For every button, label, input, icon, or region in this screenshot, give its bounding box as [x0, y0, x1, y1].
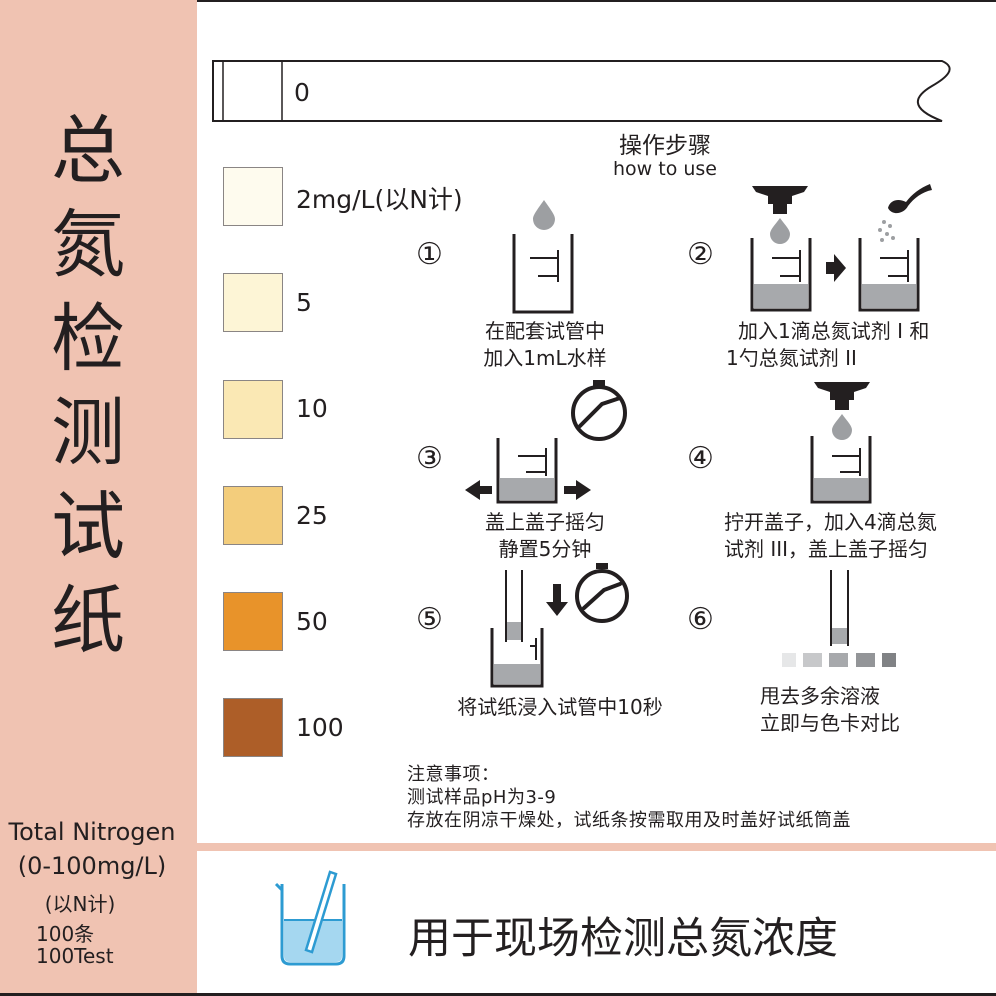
- caption-line: 立即与色卡对比: [760, 711, 900, 735]
- note-line: 测试样品pH为3-9: [407, 787, 557, 808]
- step-caption: 在配套试管中 加入1mL水样: [440, 318, 650, 372]
- color-swatch: [223, 592, 283, 651]
- swatch-label: 25: [296, 501, 328, 530]
- color-swatch: [223, 486, 283, 545]
- title-char: 氮: [51, 202, 125, 288]
- caption-line: 甩去多余溶液: [760, 684, 880, 708]
- color-swatch: [223, 380, 283, 439]
- title-char: 测: [51, 390, 125, 476]
- caption-line: 试剂 III，盖上盖子摇匀: [724, 537, 929, 561]
- step6-illustration: [782, 570, 896, 667]
- divider-band: [197, 843, 996, 851]
- caption-line: 将试纸浸入试管中10秒: [457, 695, 663, 719]
- caption-line: 拧开盖子，加入4滴总氮: [724, 510, 937, 534]
- instructions-subtitle: how to use: [613, 158, 717, 180]
- step1-illustration: [512, 200, 574, 314]
- sidebar-panel: [0, 0, 197, 996]
- step-caption: 加入1滴总氮试剂 I 和 1勺总氮试剂 II: [726, 318, 929, 372]
- step-number: ①: [416, 237, 443, 272]
- step-caption: 拧开盖子，加入4滴总氮 试剂 III，盖上盖子摇匀: [724, 509, 937, 563]
- step3-illustration: [465, 380, 627, 504]
- reference-strip: [212, 60, 951, 122]
- color-swatch: [223, 698, 283, 757]
- unit-note: (以N计): [44, 892, 116, 916]
- title-char: 试: [51, 484, 125, 570]
- step4-illustration: [810, 382, 872, 504]
- title-char: 总: [51, 108, 125, 194]
- caption-line: 盖上盖子摇匀: [485, 510, 605, 534]
- beaker-icon: [274, 870, 346, 966]
- vertical-product-title: 总 氮 检 测 试 纸: [38, 104, 138, 668]
- step-number: ③: [416, 441, 443, 476]
- step-caption: 盖上盖子摇匀 静置5分钟: [440, 509, 650, 563]
- caption-line: 加入1mL水样: [483, 346, 607, 370]
- strip-count-en: 100Test: [36, 944, 114, 968]
- step-caption: 甩去多余溶液 立即与色卡对比: [760, 683, 900, 737]
- swatch-label: 100: [296, 713, 344, 742]
- caption-line: 静置5分钟: [498, 537, 592, 561]
- footer-slogan: 用于现场检测总氮浓度: [408, 914, 838, 964]
- step-number: ④: [687, 441, 714, 476]
- step-number: ②: [687, 237, 714, 272]
- swatch-label: 5: [296, 288, 312, 317]
- step5-illustration: [490, 563, 629, 688]
- swatch-label: 50: [296, 607, 328, 636]
- step-caption: 将试纸浸入试管中10秒: [440, 694, 680, 721]
- top-border: [197, 0, 996, 2]
- reference-strip-label: 0: [294, 78, 310, 107]
- step-number: ⑤: [416, 602, 443, 637]
- notes-heading: 注意事项：: [407, 764, 500, 785]
- english-product-name: Total Nitrogen: [8, 818, 176, 846]
- color-swatch: [223, 273, 283, 332]
- strip-count-cn: 100条: [36, 922, 95, 946]
- caption-line: 1勺总氮试剂 II: [726, 346, 857, 370]
- caption-line: 在配套试管中: [485, 319, 605, 343]
- swatch-label: 10: [296, 394, 328, 423]
- bottom-border: [0, 993, 996, 996]
- instructions-title: 操作步骤: [619, 133, 711, 159]
- caption-line: 加入1滴总氮试剂 I 和: [738, 319, 930, 343]
- step2-illustration: [750, 184, 932, 312]
- swatch-label: 2mg/L(以N计): [296, 185, 463, 214]
- step-number: ⑥: [687, 602, 714, 637]
- title-char: 检: [51, 296, 125, 382]
- title-char: 纸: [51, 578, 125, 664]
- measurement-range: (0-100mg/L): [17, 852, 167, 880]
- note-line: 存放在阴凉干燥处，试纸条按需取用及时盖好试纸筒盖: [407, 810, 851, 831]
- color-swatch: [223, 167, 283, 226]
